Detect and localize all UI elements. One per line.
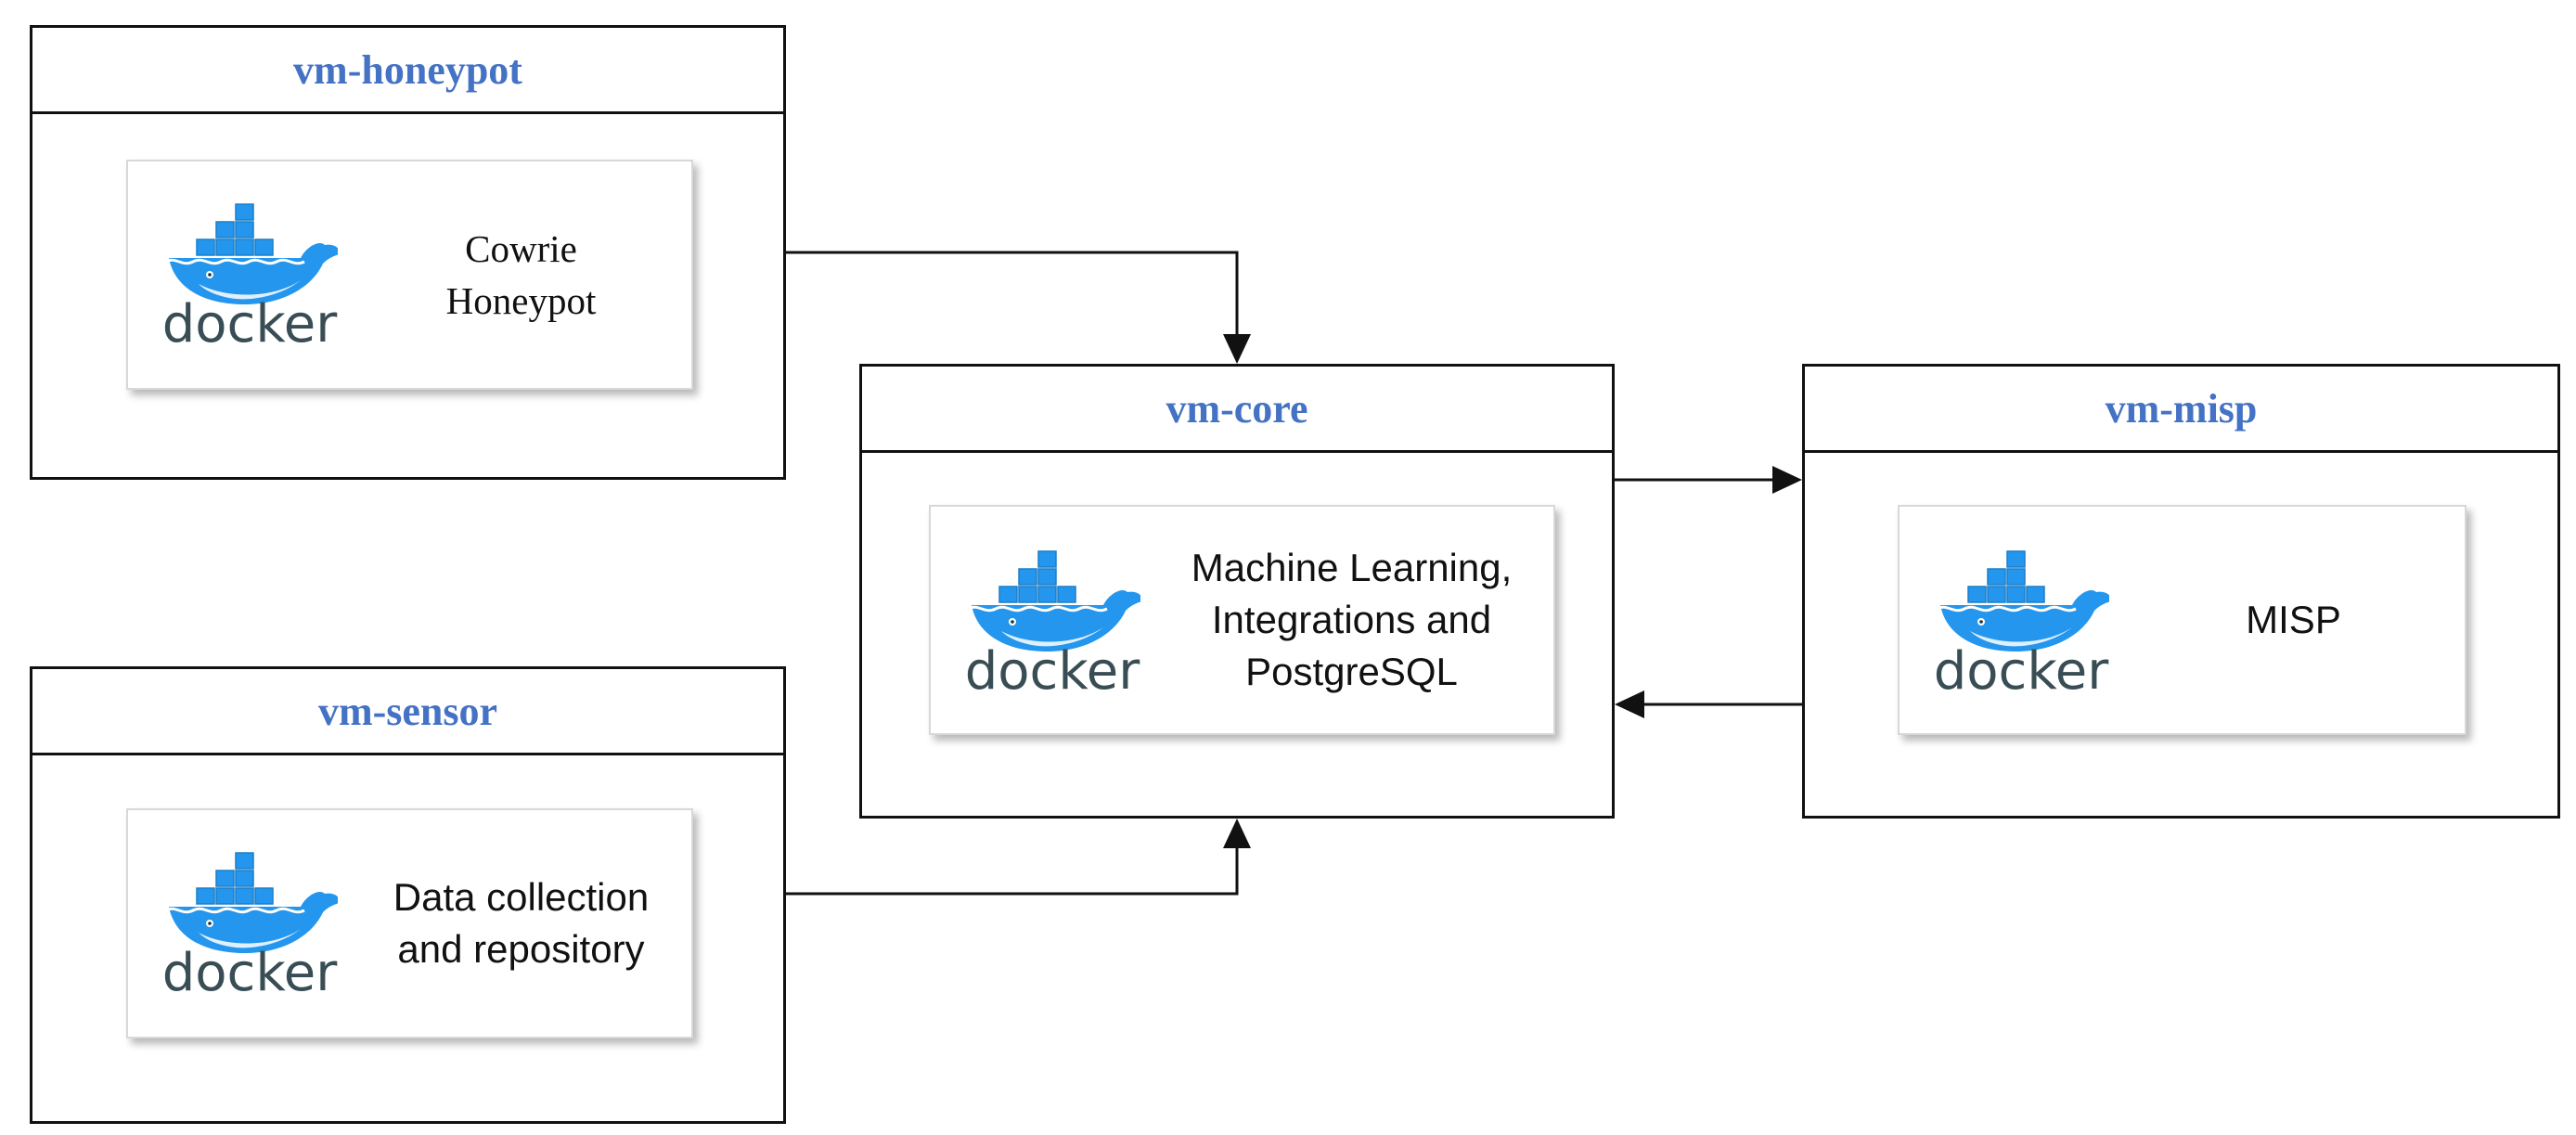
arrowhead-icon	[1223, 819, 1251, 848]
vm-core-title: vm-core	[862, 367, 1612, 453]
vm-misp-title: vm-misp	[1805, 367, 2557, 453]
docker-logo-text: docker	[162, 294, 338, 349]
docker-logo-icon: docker	[162, 202, 338, 349]
docker-logo-text: docker	[1934, 641, 2109, 696]
misp-service-label: MISP	[2246, 598, 2341, 641]
vm-misp-node: vm-misp docker MISP	[1802, 364, 2560, 819]
sensor-service-label: Data collection and repository	[393, 875, 650, 971]
docker-logo-text: docker	[162, 943, 338, 998]
arrowhead-icon	[1772, 466, 1802, 494]
core-service-card: docker Machine Learning, Integrations an…	[929, 505, 1555, 735]
vm-honeypot-title: vm-honeypot	[32, 28, 783, 114]
vm-honeypot-node: vm-honeypot docker Cowrie Honeypot	[30, 25, 786, 480]
docker-logo-text: docker	[965, 641, 1140, 696]
docker-logo-icon: docker	[965, 549, 1140, 696]
arrowhead-icon	[1615, 690, 1644, 718]
core-service-label: Machine Learning, Integrations and Postg…	[1191, 546, 1513, 693]
docker-logo-icon: docker	[1934, 549, 2109, 696]
vm-core-node: vm-core docker Machine Learning, Integra…	[859, 364, 1615, 819]
honeypot-service-card: docker Cowrie Honeypot	[126, 160, 693, 390]
vm-sensor-node: vm-sensor docker Data collection and rep…	[30, 666, 786, 1124]
misp-service-card: docker MISP	[1898, 505, 2467, 735]
arrowhead-icon	[1223, 334, 1251, 364]
vm-sensor-title: vm-sensor	[32, 669, 783, 755]
docker-logo-icon: docker	[162, 851, 338, 998]
honeypot-service-label: Cowrie Honeypot	[445, 227, 597, 322]
edge-honeypot-to-core	[786, 251, 1239, 345]
edge-sensor-to-core	[786, 837, 1239, 896]
sensor-service-card: docker Data collection and repository	[126, 808, 693, 1038]
